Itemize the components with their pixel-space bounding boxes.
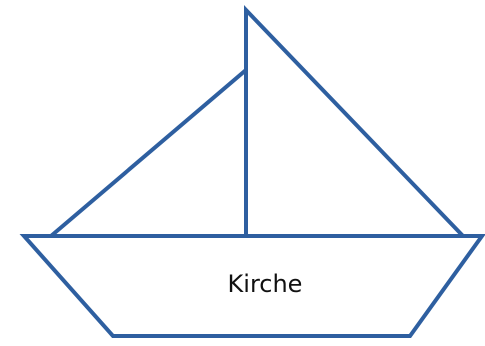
hull-label: Kirche bbox=[228, 270, 303, 298]
